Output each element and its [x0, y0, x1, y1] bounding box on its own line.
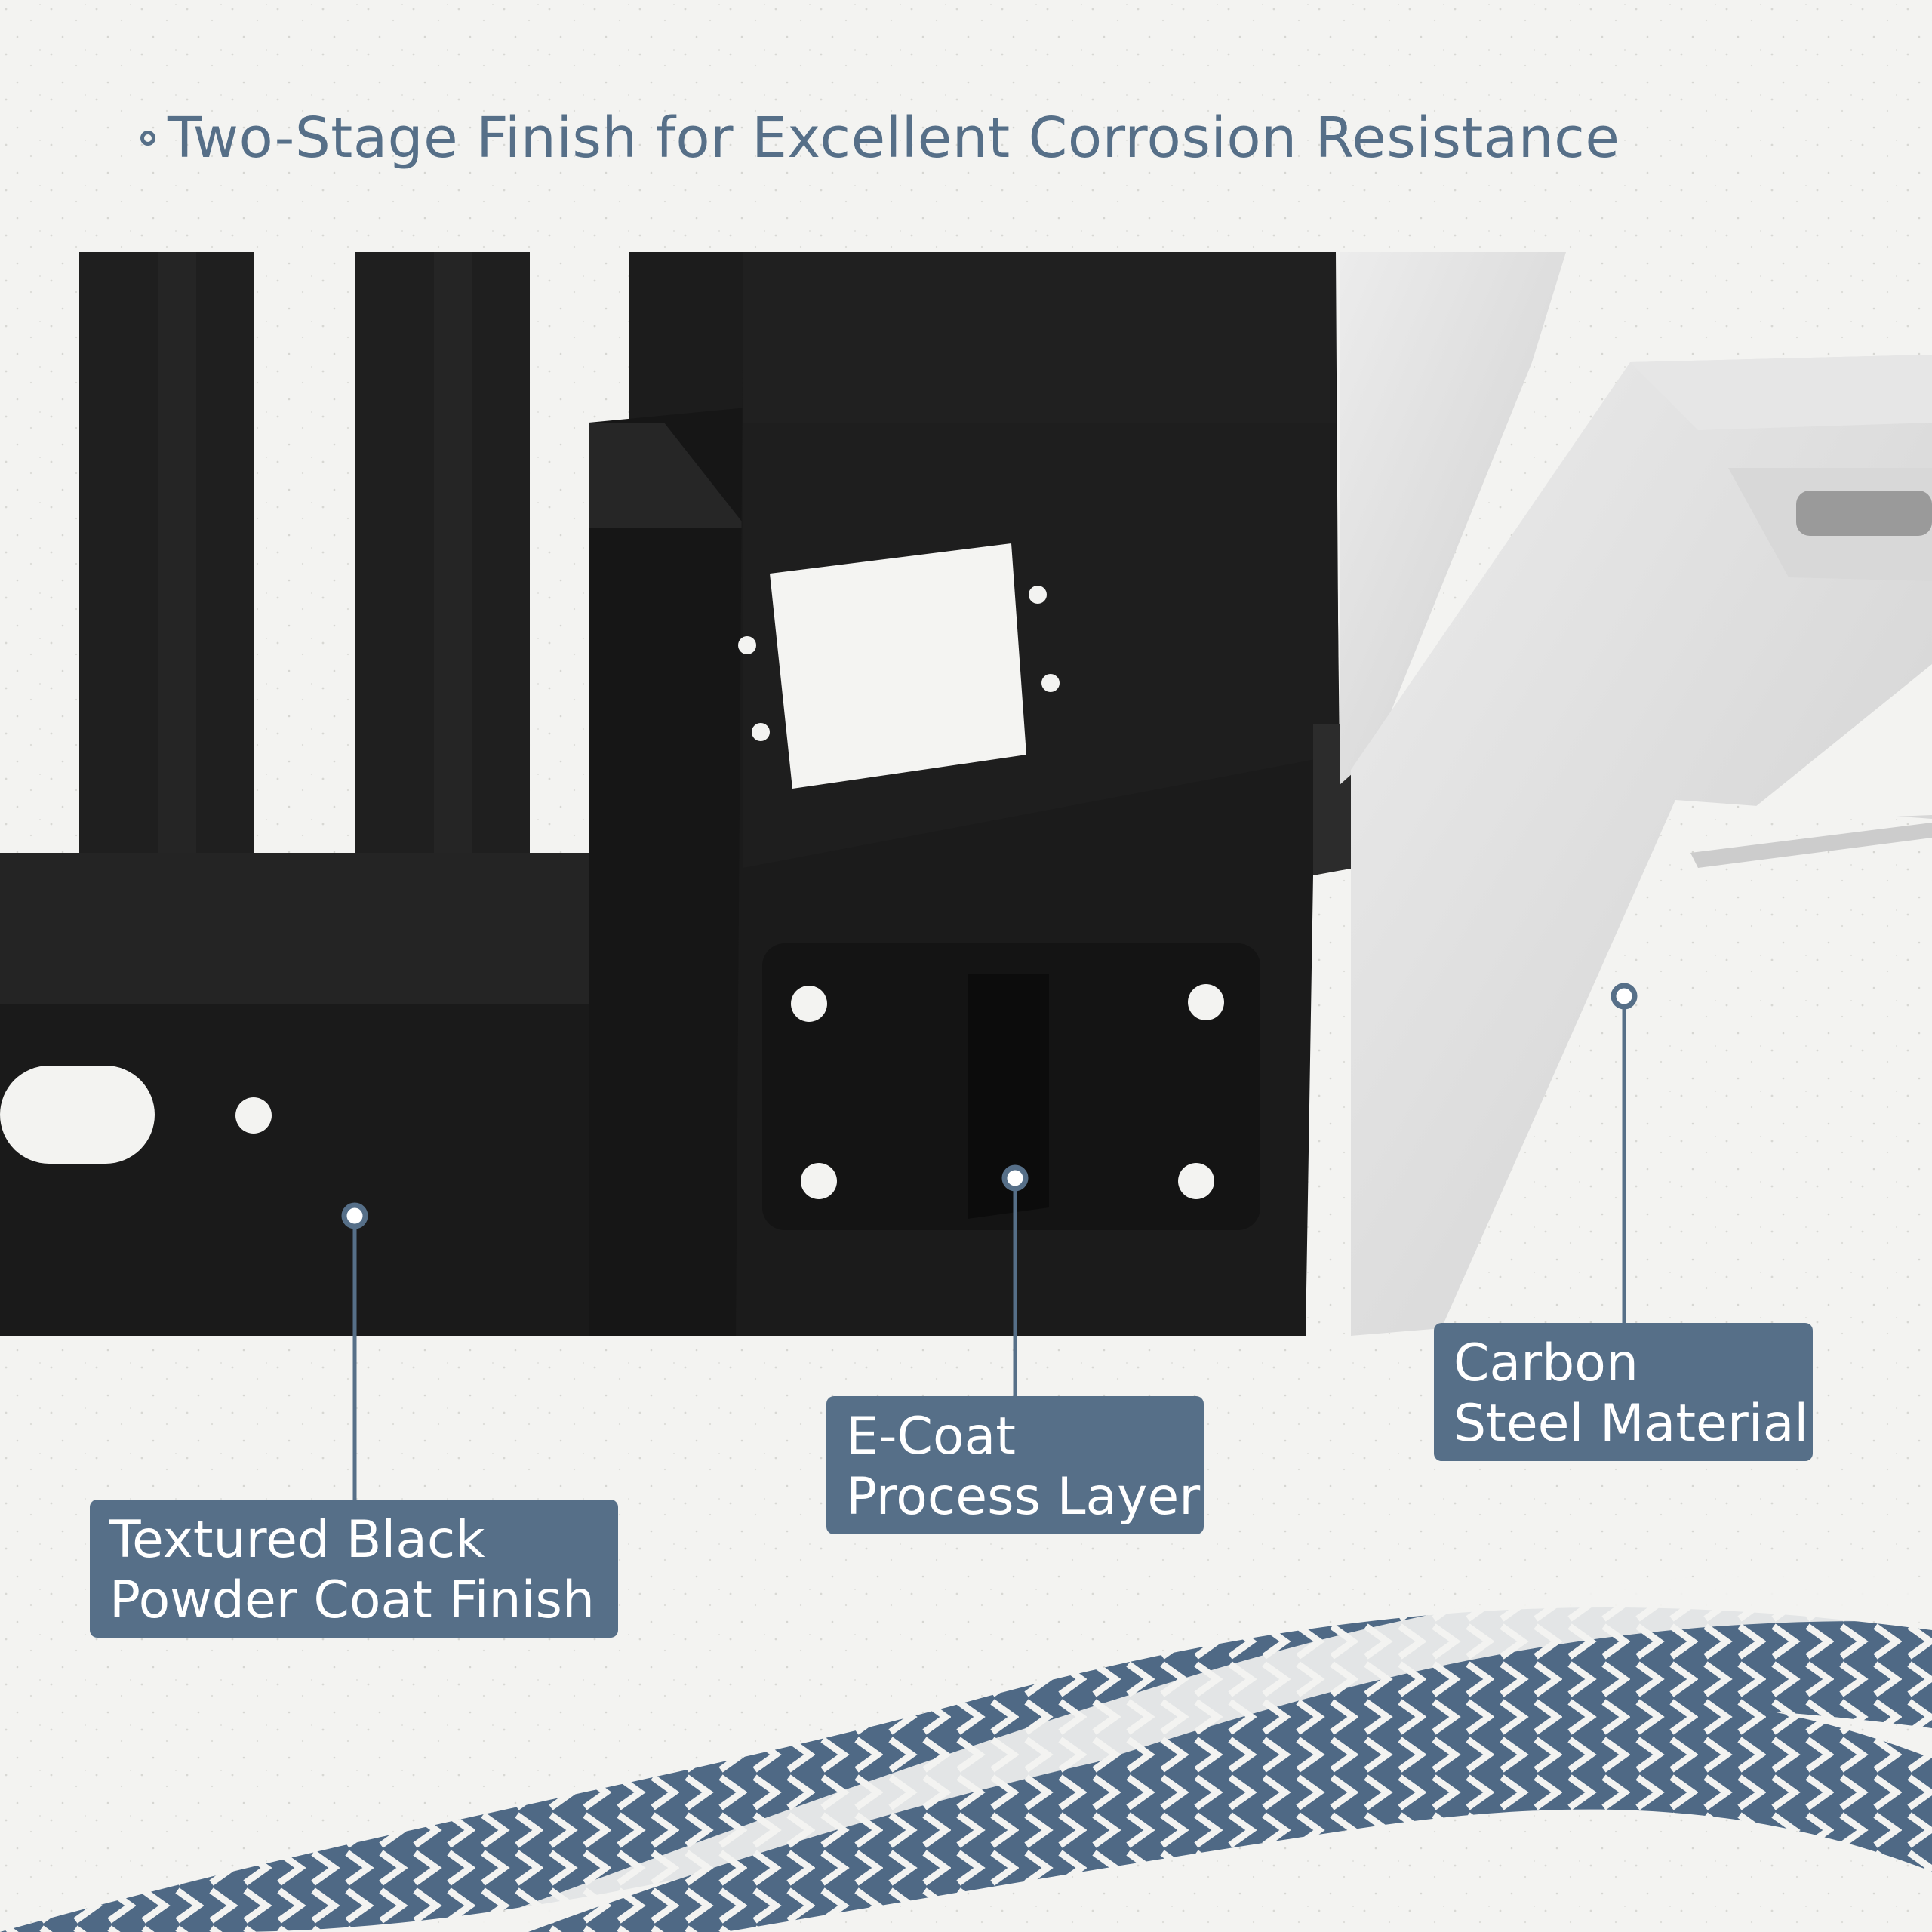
textured-black-section	[0, 408, 747, 1336]
callout-dot-ecoat	[1001, 1164, 1029, 1192]
tire-tread-graphic	[0, 1573, 1932, 1932]
callout-line: Carbon	[1454, 1334, 1638, 1393]
slot-cutout	[0, 1066, 155, 1164]
callout-dot-powder	[341, 1202, 368, 1229]
square-cutout	[770, 543, 1026, 789]
headline-text: Two-Stage Finish for Excellent Corrosion…	[168, 106, 1620, 171]
callout-line: Process Layer	[846, 1467, 1201, 1527]
callout-dot-steel	[1611, 983, 1638, 1010]
callout-carbon-steel: Carbon Steel Material	[1434, 1323, 1813, 1461]
carbon-steel-section	[1340, 252, 1932, 1336]
tow-hook	[968, 974, 1049, 1219]
callout-ecoat: E-Coat Process Layer	[826, 1396, 1204, 1534]
bullet-circle-icon	[140, 131, 155, 146]
mount-hole	[235, 1097, 272, 1134]
ecoat-section	[736, 252, 1396, 1336]
grille-bars	[79, 252, 743, 943]
callout-line: Textured Black	[109, 1510, 485, 1570]
callout-dots	[341, 983, 1638, 1229]
callout-line: Powder Coat Finish	[109, 1571, 595, 1630]
page-headline: Two-Stage Finish for Excellent Corrosion…	[140, 106, 1620, 171]
callout-line: E-Coat	[846, 1407, 1016, 1466]
callout-powder-coat: Textured Black Powder Coat Finish	[90, 1500, 618, 1638]
callout-line: Steel Material	[1454, 1394, 1809, 1454]
callout-leaders	[352, 996, 1626, 1500]
